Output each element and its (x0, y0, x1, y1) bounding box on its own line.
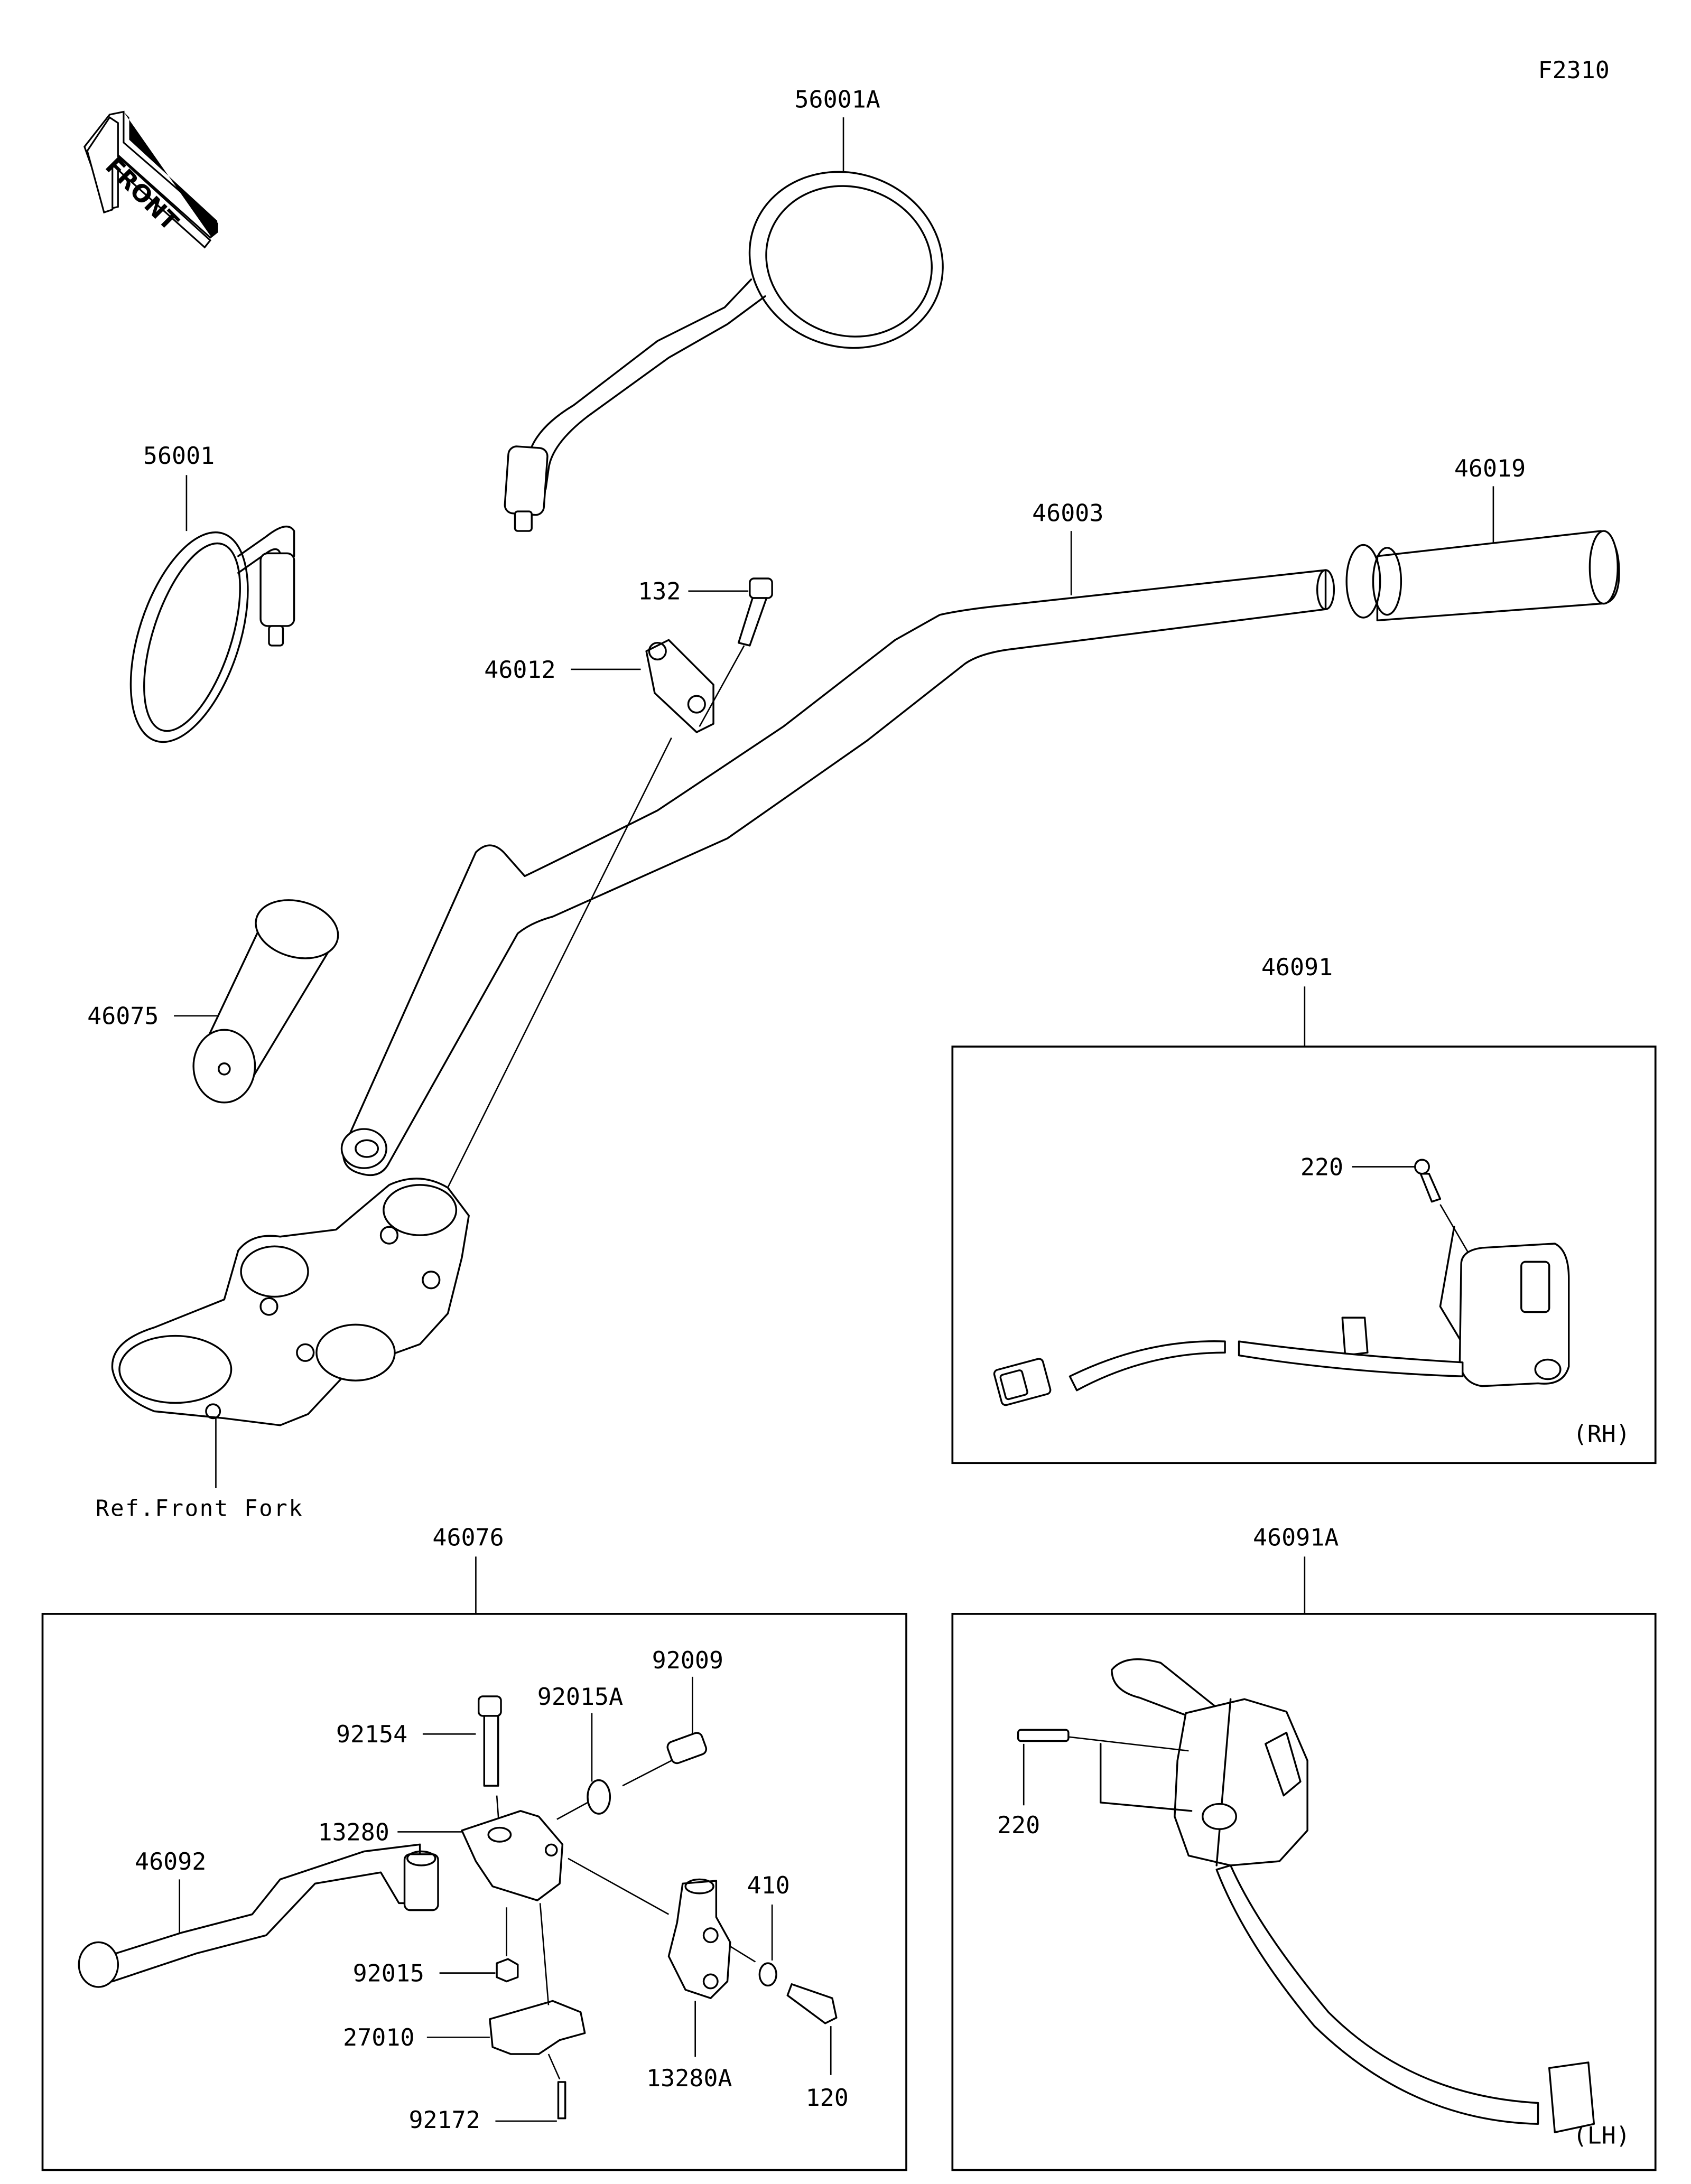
mirror-left[interactable]: 56001 (108, 442, 295, 757)
callout-27010: 27010 (343, 2023, 414, 2051)
handlebar-holder[interactable]: 46012 (419, 639, 745, 1244)
throttle-grip[interactable]: 46019 (1345, 454, 1620, 622)
callout-220-rh: 220 (1300, 1153, 1343, 1181)
callout-46012: 46012 (484, 656, 555, 684)
callout-46019: 46019 (1454, 454, 1526, 482)
callout-46075: 46075 (87, 1002, 159, 1030)
callout-132: 132 (638, 577, 681, 605)
callout-46003: 46003 (1032, 499, 1103, 527)
lever-assy-box (41, 1613, 907, 2171)
top-bridge: Ref.Front Fork (96, 1178, 470, 1522)
callout-92154: 92154 (336, 1720, 407, 1748)
callout-56001a: 56001A (794, 86, 880, 114)
callout-46091a: 46091A (1253, 1523, 1339, 1551)
callout-46092: 46092 (135, 1847, 206, 1875)
handlebar[interactable]: 46003 (340, 499, 1335, 1177)
group-switch-lh[interactable]: 46091A 220 (LH) (951, 1523, 1657, 2171)
clamp-13280a (667, 1880, 731, 1999)
grip-left[interactable]: 46075 (87, 891, 345, 1104)
callout-92015: 92015 (353, 1959, 424, 1987)
side-label-rh: (RH) (1573, 1420, 1630, 1448)
callout-410: 410 (747, 1871, 790, 1899)
callout-ref-front-fork: Ref.Front Fork (96, 1496, 304, 1522)
callout-13280a: 13280A (646, 2064, 732, 2092)
callout-120: 120 (806, 2084, 849, 2112)
callout-46091: 46091 (1261, 953, 1333, 981)
group-switch-rh[interactable]: 46091 220 (RH) (951, 953, 1657, 1464)
callout-13280: 13280 (318, 1818, 389, 1846)
callout-92009: 92009 (652, 1646, 723, 1674)
bolt-120 (786, 1983, 838, 2024)
switch-rh-box (951, 1046, 1657, 1464)
callout-220-lh: 220 (997, 1811, 1040, 1839)
callout-56001: 56001 (143, 442, 215, 470)
bolt-132[interactable]: 132 (638, 577, 773, 647)
callout-46076: 46076 (432, 1523, 504, 1551)
switch-lh-box (951, 1613, 1657, 2171)
group-lever-assy[interactable]: 46076 92009 92015A 92154 13280 46092 (41, 1523, 907, 2171)
front-arrow-icon: FRONT (83, 110, 218, 249)
callout-92015a: 92015A (537, 1683, 623, 1711)
callout-92172: 92172 (408, 2106, 480, 2134)
figure-code: F2310 (1538, 56, 1610, 84)
side-label-lh: (LH) (1573, 2121, 1630, 2149)
mirror-right[interactable]: 56001A (504, 86, 968, 532)
